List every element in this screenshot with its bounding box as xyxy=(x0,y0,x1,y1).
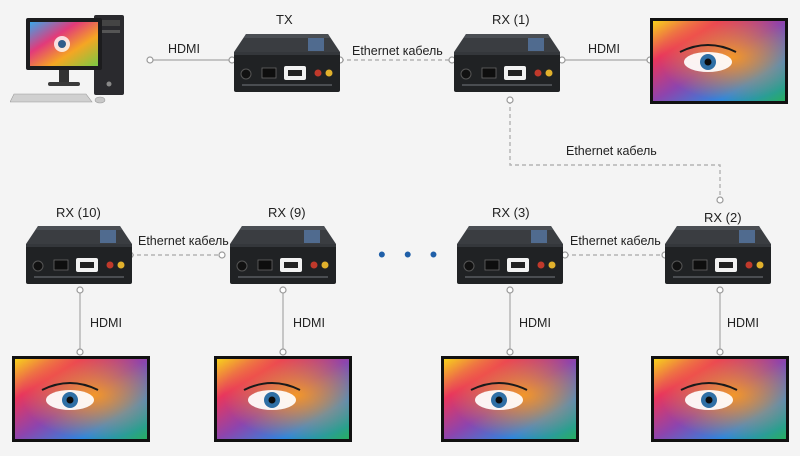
link-label-hdmi-pc-tx: HDMI xyxy=(168,42,200,56)
link-label-hdmi-rx3: HDMI xyxy=(519,316,551,330)
link-label-ethernet-rx3-rx2: Ethernet кабель xyxy=(570,234,661,248)
link-label-hdmi-rx9: HDMI xyxy=(293,316,325,330)
desktop-computer-icon xyxy=(10,10,145,105)
device-label-rx9: RX (9) xyxy=(268,205,306,220)
link-label-hdmi-rx1-monitor: HDMI xyxy=(588,42,620,56)
link-label-hdmi-rx10: HDMI xyxy=(90,316,122,330)
monitor-rx1-icon xyxy=(650,18,788,104)
monitor-rx10-icon xyxy=(12,356,150,442)
monitor-rx9-icon xyxy=(214,356,352,442)
link-label-ethernet-rx10-rx9: Ethernet кабель xyxy=(138,234,229,248)
wire-rx1-rx2 xyxy=(509,100,721,200)
device-label-rx2: RX (2) xyxy=(704,210,742,225)
link-label-ethernet-tx-rx1: Ethernet кабель xyxy=(352,44,443,58)
monitor-rx2-icon xyxy=(651,356,789,442)
rx9-extender-icon xyxy=(228,222,338,294)
tx-extender-icon xyxy=(232,30,342,102)
rx10-extender-icon xyxy=(24,222,134,294)
device-label-rx10: RX (10) xyxy=(56,205,101,220)
link-label-ethernet-rx1-rx2: Ethernet кабель xyxy=(566,144,657,158)
rx1-extender-icon xyxy=(452,30,562,102)
rx3-extender-icon xyxy=(455,222,565,294)
monitor-rx3-icon xyxy=(441,356,579,442)
link-label-hdmi-rx2: HDMI xyxy=(727,316,759,330)
more-receivers-ellipsis: • • • xyxy=(378,242,444,267)
device-label-rx3: RX (3) xyxy=(492,205,530,220)
rx2-extender-icon xyxy=(663,222,773,294)
device-label-tx: TX xyxy=(276,12,293,27)
device-label-rx1: RX (1) xyxy=(492,12,530,27)
